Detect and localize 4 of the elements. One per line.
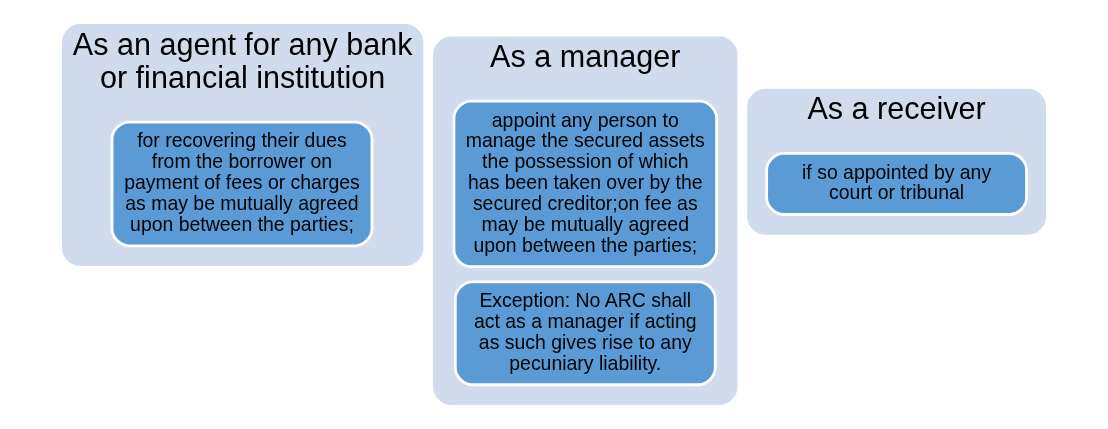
node-box: Exception: No ARC shall act as a manager if acting as such gives rise to any pecuniary liability. xyxy=(453,280,717,387)
node-box: appoint any person to manage the secured assets the possession of which has been taken over by the secured creditor;on fee as may be mutually agreed upon between the parties; xyxy=(452,99,718,268)
node-box: if so appointed by any court or tribunal xyxy=(765,151,1028,216)
node-box: for recovering their dues from the borrower on payment of fees or charges as may be mutually agreed upon between the parties; xyxy=(110,120,374,248)
